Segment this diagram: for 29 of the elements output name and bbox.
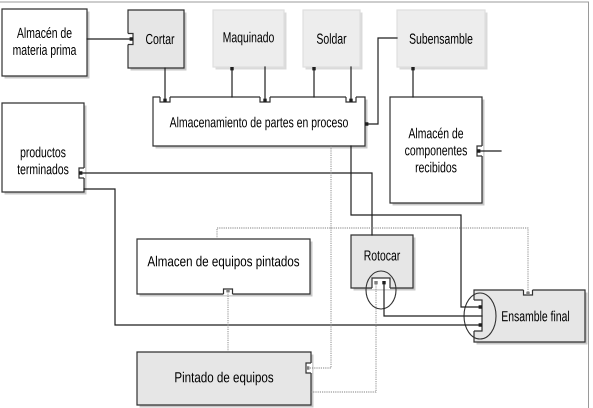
process-box: Almacén de componentes recibidos — [389, 96, 484, 206]
dotted-connector — [226, 289, 230, 352]
connector-line — [79, 171, 373, 236]
connector-line — [382, 281, 483, 317]
connector-line — [163, 67, 167, 102]
process-box: Cortar — [126, 9, 186, 70]
dotted-connector — [306, 146, 332, 370]
connector-line — [83, 188, 482, 327]
process-box: Almacenamiento de partes en proceso — [152, 96, 368, 148]
connector-line — [411, 67, 415, 98]
connector-line — [477, 149, 502, 153]
process-box: Almacén de materia prima — [1, 8, 90, 78]
process-box: productos terminados — [1, 102, 86, 194]
connector-line — [86, 37, 133, 41]
process-box: Almacen de equipos pintados — [136, 238, 312, 296]
dotted-connector — [310, 281, 378, 392]
process-box: Rotocar — [350, 234, 416, 290]
process-box: Soldar — [302, 9, 362, 70]
connector-line — [312, 67, 316, 98]
process-box: Pintado de equipos — [136, 351, 314, 408]
connector-line — [230, 67, 234, 98]
connector-line — [263, 66, 267, 102]
connector-line — [365, 37, 398, 126]
dotted-connector — [216, 228, 530, 295]
process-box: Maquinado — [212, 9, 286, 70]
connector-line — [350, 145, 482, 309]
process-box: Ensamble final — [472, 288, 588, 344]
connector-line — [349, 66, 353, 102]
process-box: Subensamble — [396, 9, 488, 70]
